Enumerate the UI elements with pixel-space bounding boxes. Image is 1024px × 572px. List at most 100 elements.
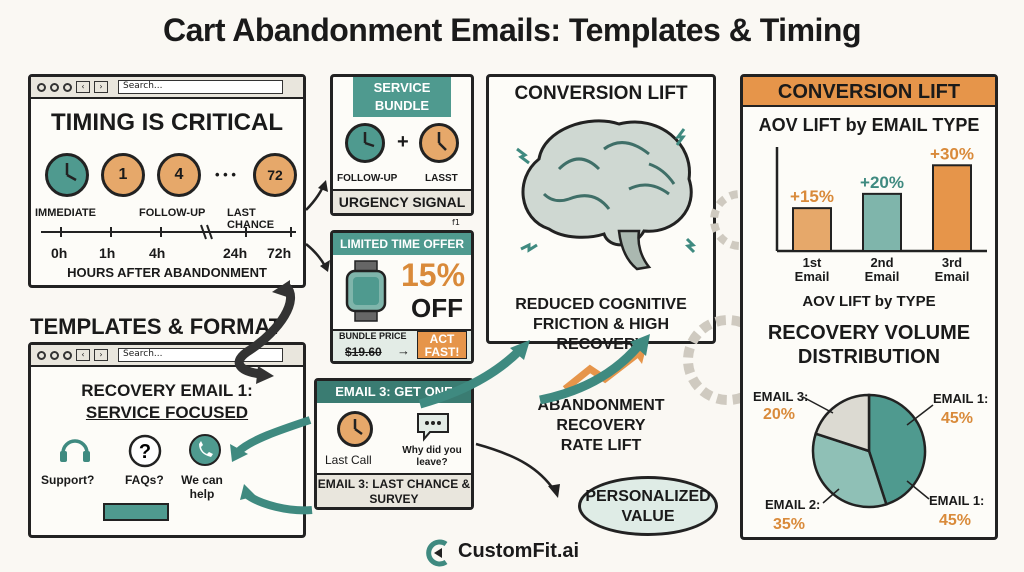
speech-bubble-icon: [417, 413, 449, 442]
right-banner: CONVERSION LIFT: [743, 77, 995, 107]
pie-pct-label: 20%: [763, 406, 795, 423]
bar-chart-title: AOV LIFT by EMAIL TYPE: [758, 115, 980, 135]
axis-label: HOURS AFTER ABANDONMENT: [67, 265, 267, 280]
pie-pct-label: 35%: [773, 516, 805, 533]
stopwatch-last-icon: [419, 123, 459, 163]
pie-leader-line: [906, 404, 934, 426]
bar-category-label: Email: [865, 269, 900, 284]
price-arrow: →: [397, 343, 410, 358]
templates-heading: TEMPLATES & FORMAT: [30, 314, 283, 339]
plus-sign: +: [397, 131, 409, 153]
offer-price: $19.60: [345, 345, 382, 359]
tick-72h: 72h: [267, 245, 292, 261]
pie-leader-line: [802, 396, 834, 414]
tick-0h: 0h: [51, 245, 68, 261]
stopwatch-4h-icon: 4: [157, 153, 201, 197]
ellipsis: • • •: [215, 167, 236, 182]
window-dot-icon[interactable]: [50, 350, 59, 360]
pie-pct-label: 45%: [939, 512, 971, 529]
f1-marker: f1: [452, 218, 460, 227]
timing-window-bar: ‹ › Search...: [31, 77, 303, 99]
window-dot-icon[interactable]: [63, 82, 72, 92]
email-title-line1: RECOVERY EMAIL 1:: [81, 381, 253, 400]
logo-text: CustomFit.ai: [458, 540, 580, 562]
back-arrow-icon[interactable]: ‹: [76, 349, 90, 361]
tick-24h: 24h: [223, 245, 248, 261]
pie-chart-title: RECOVERY VOLUME DISTRIBUTION: [767, 322, 971, 368]
pie-chart: EMAIL 3:20%EMAIL 1:45%EMAIL 2:35%EMAIL 1…: [753, 389, 988, 533]
timing-panel: ‹ › Search... TIMING IS CRITICAL 1 4 • •…: [28, 74, 306, 288]
clock-value: 1: [118, 166, 128, 183]
bar-category-label: 2nd: [870, 255, 893, 270]
forward-arrow-icon[interactable]: ›: [94, 349, 108, 361]
bar-category-label: Email: [795, 269, 830, 284]
email3-footer: EMAIL 3: LAST CHANCE & SURVEY: [317, 473, 471, 507]
svg-text:?: ?: [139, 441, 151, 463]
stopwatch-immediate-icon: [45, 153, 89, 197]
offer-off: OFF: [411, 293, 463, 323]
tick-4h: 4h: [149, 245, 166, 261]
page-title: Cart Abandonment Emails: Templates & Tim…: [162, 12, 862, 48]
brain-icon: [516, 119, 697, 271]
pie-pct-label: 45%: [941, 410, 973, 427]
back-arrow-icon[interactable]: ‹: [76, 81, 90, 93]
window-dot-icon[interactable]: [37, 82, 46, 92]
bar-value-label: +30%: [930, 144, 974, 163]
pie-slice: [811, 432, 888, 509]
bar: [792, 207, 832, 253]
window-dot-icon[interactable]: [50, 82, 59, 92]
icon-label-help: We can help: [181, 473, 223, 501]
offer-percent: 15%: [401, 257, 466, 293]
pie-label: EMAIL 2:: [765, 497, 820, 512]
pie-slice: [814, 393, 871, 453]
bar-category-label: Email: [935, 269, 970, 284]
email-cta-button[interactable]: [103, 503, 169, 521]
label-last-chance: LAST CHANCE: [227, 207, 275, 231]
icon-label-faqs: FAQs?: [125, 473, 164, 487]
survey-question: Why did you leave?: [402, 445, 462, 468]
bar: [862, 192, 902, 252]
window-dot-icon[interactable]: [37, 350, 46, 360]
right-panel: CONVERSION LIFT AOV LIFT by EMAIL TYPE +…: [740, 74, 998, 540]
bar-category-label: 1st: [803, 255, 822, 270]
question-icon: ?: [128, 434, 162, 468]
window-dot-icon[interactable]: [63, 350, 72, 360]
clock-value: 72: [267, 167, 283, 183]
email3-panel: EMAIL 3: GET ONE Last Call Why did you l…: [314, 378, 474, 510]
timing-heading: TIMING IS CRITICAL: [51, 109, 283, 136]
bar-chart-caption: AOV LIFT by TYPE: [802, 293, 936, 310]
pie-label: EMAIL 3:: [753, 389, 808, 404]
timing-search-input[interactable]: Search...: [118, 80, 283, 94]
bundle-label-follow-up: FOLLOW-UP: [337, 173, 398, 184]
bar: [932, 164, 972, 253]
stopwatch-follow-up-icon: [345, 123, 385, 163]
label-immediate: IMMEDIATE: [35, 207, 96, 219]
bundle-price-label: BUNDLE PRICE: [339, 331, 407, 341]
brain-heading: CONVERSION LIFT: [514, 83, 688, 104]
clock-value: 4: [174, 166, 184, 183]
recovery-rate-label: ABANDONMENT RECOVERY RATE LIFT: [537, 397, 665, 454]
bundle-header: SERVICE BUNDLE: [353, 77, 451, 117]
personalized-value-badge: PERSONALIZED VALUE: [578, 476, 718, 536]
bar-value-label: +15%: [790, 187, 834, 206]
forward-arrow-icon[interactable]: ›: [94, 81, 108, 93]
brain-panel: CONVERSION LIFT REDUCED COGNITIVE FRICTI…: [486, 74, 716, 353]
bar-category-label: 3rd: [942, 255, 962, 270]
last-call-label: Last Call: [325, 453, 372, 467]
pie-label: EMAIL 1:: [929, 493, 984, 508]
stopwatch-1h-icon: 1: [101, 153, 145, 197]
chat-phone-icon: [189, 434, 221, 466]
icon-label-support: Support?: [41, 473, 95, 487]
customfit-logo-icon: [426, 539, 448, 567]
stopwatch-last-call-icon: [337, 411, 373, 447]
bar-value-label: +20%: [860, 173, 904, 192]
urgency-signal: URGENCY SIGNAL: [333, 189, 471, 213]
offer-panel: LIMITED TIME OFFER 15% OFF BUNDLE PRICE …: [330, 230, 474, 364]
tick-1h: 1h: [99, 245, 116, 261]
label-follow-up: FOLLOW-UP: [139, 207, 206, 219]
act-fast-button[interactable]: ACT FAST!: [417, 331, 467, 359]
pie-leader-line: [822, 488, 840, 504]
smartwatch-icon: [345, 260, 387, 322]
headset-icon: [60, 439, 90, 462]
